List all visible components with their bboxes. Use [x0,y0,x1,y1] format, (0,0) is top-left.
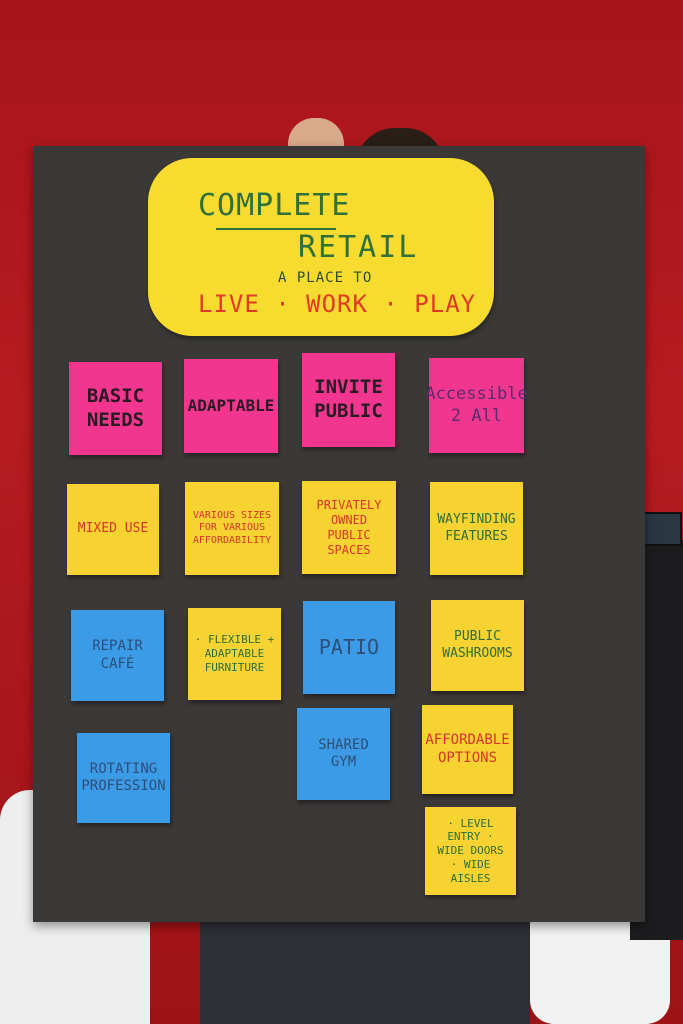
note-patio: PATIO [303,601,395,694]
note-level-entry: · LEVEL ENTRY · WIDE DOORS · WIDE AISLES [425,807,516,895]
title-sticky-note: COMPLETE RETAIL A PLACE TO LIVE · WORK ·… [148,158,494,336]
note-various-sizes: VARIOUS SIZES FOR VARIOUS AFFORDABILITY [185,482,279,575]
title-line-3: A PLACE TO [278,270,373,286]
note-accessible: Accessible 2 All [425,358,528,453]
note-invite-public: INVITE PUBLIC [302,353,395,447]
title-underline [216,228,336,230]
note-affordable-options: AFFORDABLE OPTIONS [422,705,513,794]
title-line-2: RETAIL [298,230,419,265]
note-shared-gym: SHARED GYM [297,708,390,800]
note-adaptable: ADAPTABLE [184,359,278,453]
note-mixed-use: MIXED USE [67,484,159,575]
title-line-1: COMPLETE [198,188,351,223]
note-basic-needs: BASIC NEEDS [69,362,162,455]
note-flexible: · FLEXIBLE + ADAPTABLE FURNITURE [188,608,281,700]
note-rotating: ROTATING PROFESSION [77,733,170,823]
title-line-4: LIVE · WORK · PLAY [198,290,477,318]
note-repair-cafe: REPAIR CAFÉ [71,610,164,701]
background-monitor [640,512,682,546]
note-wayfinding: WAYFINDING FEATURES [430,482,523,575]
note-public-washrooms: PUBLIC WASHROOMS [431,600,524,691]
note-privately-owned: PRIVATELY OWNED PUBLIC SPACES [302,481,396,574]
holder-legs [200,920,530,1024]
